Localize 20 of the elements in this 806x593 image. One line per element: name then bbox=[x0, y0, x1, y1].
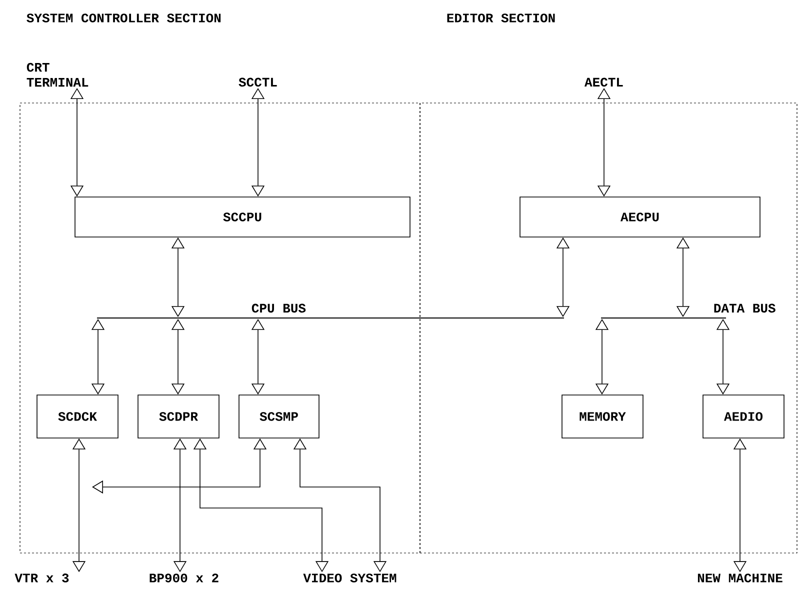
module-box: SCSMP bbox=[238, 394, 320, 438]
bus-label: CPU BUS bbox=[252, 304, 306, 313]
module-box: SCDPR bbox=[138, 394, 220, 438]
section-region bbox=[20, 102, 420, 554]
port-label: VIDEO SYSTEM bbox=[303, 574, 396, 582]
section-region bbox=[420, 102, 798, 554]
module-box: AEDIO bbox=[702, 394, 784, 438]
bus-label: DATA BUS bbox=[714, 304, 776, 313]
section-heading: SYSTEM CONTROLLER SECTION bbox=[26, 14, 221, 22]
port-label: VTR x 3 bbox=[14, 574, 69, 582]
port-label: CRT TERMINAL bbox=[26, 62, 88, 87]
port-label: BP900 x 2 bbox=[150, 574, 218, 582]
module-box: SCDCK bbox=[36, 394, 118, 438]
module-box: AECPU bbox=[520, 196, 760, 238]
section-heading: EDITOR SECTION bbox=[447, 14, 555, 22]
module-box: MEMORY bbox=[562, 394, 644, 438]
port-label: SCCTL bbox=[238, 78, 277, 87]
module-box: SCCPU bbox=[74, 196, 410, 238]
port-label: AECTL bbox=[584, 78, 623, 87]
port-label: NEW MACHINE bbox=[698, 574, 782, 582]
